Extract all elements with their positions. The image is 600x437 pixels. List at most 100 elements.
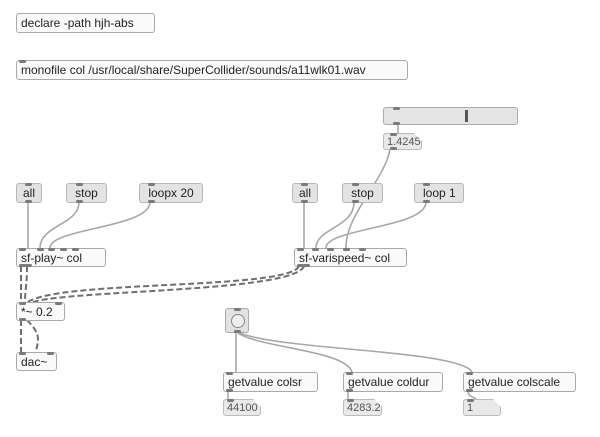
inlet[interactable] [343, 248, 350, 251]
inlet[interactable] [393, 107, 400, 110]
loopx-message-label: loopx 20 [148, 186, 194, 200]
inlet[interactable] [466, 372, 473, 375]
inlet[interactable] [19, 352, 26, 355]
inlet[interactable] [37, 248, 44, 251]
all-message-left[interactable]: all [16, 183, 42, 203]
getvalue-colsr-object[interactable]: getvalue colsr [223, 372, 318, 392]
inlet[interactable] [47, 352, 54, 355]
all-message-left-label: all [22, 186, 35, 200]
outlet[interactable] [423, 200, 430, 203]
inlet[interactable] [301, 183, 308, 186]
inlet[interactable] [346, 372, 353, 375]
signal-cord-mul-dac-r [26, 319, 39, 353]
outlet[interactable] [25, 264, 32, 267]
inlet[interactable] [60, 248, 67, 251]
outlet[interactable] [346, 389, 353, 392]
inlet[interactable] [19, 302, 26, 305]
sr-number-box[interactable]: 44100 [223, 399, 261, 416]
stop-message-right-label: stop [351, 186, 374, 200]
speed-number-value: 1.4245 [387, 136, 421, 148]
inlet[interactable] [390, 133, 397, 136]
signal-cord-vari-mul-l [27, 265, 300, 303]
sf-varispeed-object[interactable]: sf-varispeed~ col [294, 248, 407, 267]
getvalue-coldur-label: getvalue coldur [348, 375, 430, 389]
outlet[interactable] [19, 264, 26, 267]
loop1-message-label: loop 1 [423, 186, 456, 200]
slider-knob[interactable] [465, 110, 469, 122]
inlet[interactable] [297, 248, 304, 251]
outlet[interactable] [76, 200, 83, 203]
scale-number-value: 1 [467, 402, 474, 414]
loop1-message[interactable]: loop 1 [414, 183, 464, 203]
outlet[interactable] [25, 200, 32, 203]
outlet[interactable] [226, 389, 233, 392]
inlet[interactable] [19, 248, 26, 251]
inlet[interactable] [352, 183, 359, 186]
inlet[interactable] [19, 60, 26, 63]
outlet[interactable] [234, 330, 241, 333]
cord-stop-2 [315, 201, 355, 249]
speed-slider[interactable] [383, 107, 518, 125]
sr-number-value: 44100 [227, 402, 258, 414]
inlet[interactable] [312, 248, 319, 251]
bang-button[interactable] [225, 308, 249, 333]
outlet[interactable] [19, 318, 26, 321]
outlet[interactable] [352, 200, 359, 203]
monofile-object[interactable]: monofile col /usr/local/share/SuperColli… [16, 60, 408, 80]
inlet[interactable] [467, 399, 474, 402]
outlet[interactable] [303, 264, 310, 267]
inlet[interactable] [76, 183, 83, 186]
inlet[interactable] [55, 302, 62, 305]
declare-object-label: declare -path hjh-abs [21, 16, 134, 30]
cord-scale-out [467, 390, 477, 400]
dac-object-label: dac~ [21, 355, 48, 369]
outlet[interactable] [393, 122, 400, 125]
inlet[interactable] [423, 183, 430, 186]
signal-cord-play-mul-r [24, 265, 28, 303]
inlet[interactable] [48, 248, 55, 251]
stop-message-left-label: stop [75, 186, 98, 200]
outlet[interactable] [297, 264, 304, 267]
stop-message-left[interactable]: stop [66, 183, 107, 203]
multiply-object[interactable]: *~ 0.2 [16, 302, 65, 321]
speed-number-box[interactable]: 1.4245 [383, 133, 422, 150]
getvalue-coldur-object[interactable]: getvalue coldur [343, 372, 443, 392]
sf-varispeed-object-label: sf-varispeed~ col [299, 251, 391, 265]
dur-number-value: 4283.2 [347, 402, 381, 414]
multiply-object-label: *~ 0.2 [21, 305, 53, 319]
dur-number-box[interactable]: 4283.2 [343, 399, 382, 416]
stop-message-right[interactable]: stop [342, 183, 383, 203]
inlet[interactable] [227, 399, 234, 402]
bang-circle-icon [231, 314, 245, 328]
signal-cord-vari-mul-r [32, 265, 305, 303]
cord-loop1 [325, 201, 427, 249]
getvalue-colscale-object[interactable]: getvalue colscale [463, 372, 576, 392]
getvalue-colscale-label: getvalue colscale [468, 375, 561, 389]
outlet[interactable] [301, 200, 308, 203]
dac-object[interactable]: dac~ [16, 352, 57, 371]
monofile-object-label: monofile col /usr/local/share/SuperColli… [21, 63, 366, 77]
inlet[interactable] [359, 248, 366, 251]
scale-number-box[interactable]: 1 [463, 399, 501, 416]
sf-play-object[interactable]: sf-play~ col [16, 248, 106, 267]
all-message-right-label: all [298, 186, 311, 200]
outlet[interactable] [148, 200, 155, 203]
outlet[interactable] [466, 389, 473, 392]
inlet[interactable] [25, 183, 32, 186]
all-message-right[interactable]: all [292, 183, 318, 203]
cord-loopx [49, 201, 151, 249]
cord-bang-dur [237, 332, 353, 373]
getvalue-colsr-label: getvalue colsr [228, 375, 303, 389]
loopx-message[interactable]: loopx 20 [139, 183, 203, 203]
cord-stop-1 [39, 201, 80, 249]
inlet[interactable] [234, 308, 241, 311]
inlet[interactable] [226, 372, 233, 375]
inlet[interactable] [347, 399, 354, 402]
inlet[interactable] [327, 248, 334, 251]
declare-object[interactable]: declare -path hjh-abs [16, 13, 155, 33]
inlet[interactable] [72, 248, 79, 251]
outlet[interactable] [390, 147, 397, 150]
cord-bang-scale [239, 332, 473, 373]
inlet[interactable] [148, 183, 155, 186]
